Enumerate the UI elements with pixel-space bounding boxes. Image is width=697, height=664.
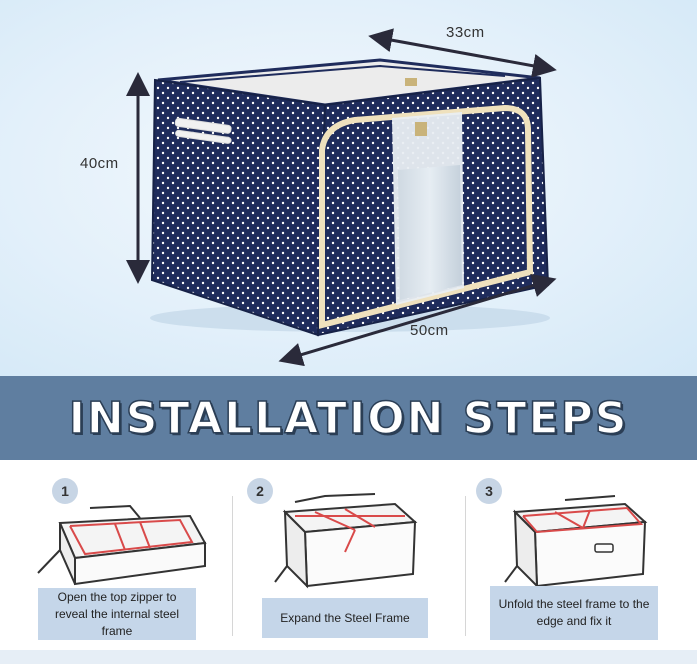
- step-2-caption: Expand the Steel Frame: [262, 598, 428, 638]
- step-divider: [465, 496, 466, 636]
- step-1-illustration: [37, 504, 207, 586]
- step-divider: [232, 496, 233, 636]
- installation-banner: INSTALLATION STEPS: [0, 376, 697, 460]
- product-hero: 33cm 40cm 50cm: [0, 0, 697, 376]
- banner-title: INSTALLATION STEPS: [68, 392, 629, 445]
- step-3-caption: Unfold the steel frame to the edge and f…: [490, 586, 658, 640]
- depth-label: 33cm: [446, 24, 485, 41]
- storage-box-illustration: [150, 58, 550, 337]
- step-1-caption: Open the top zipper to reveal the intern…: [38, 588, 196, 640]
- step-3-illustration: [504, 495, 648, 589]
- bottom-strip: [0, 650, 697, 664]
- installation-steps: 1 Open the top zipper to reveal the inte…: [0, 460, 697, 664]
- width-label: 50cm: [410, 322, 449, 339]
- step-1-number: 1: [52, 478, 78, 504]
- step-2-number: 2: [247, 478, 273, 504]
- step-3-number: 3: [476, 478, 502, 504]
- dimension-arrows: [126, 28, 557, 367]
- height-label: 40cm: [80, 155, 119, 172]
- step-2-illustration: [274, 493, 418, 589]
